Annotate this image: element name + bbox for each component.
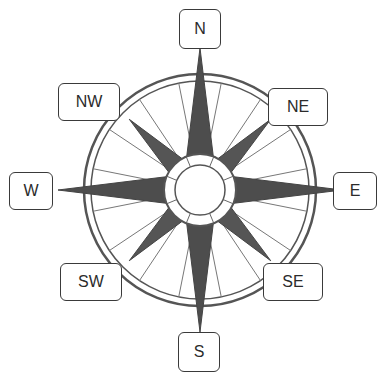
direction-box: E bbox=[333, 172, 377, 210]
direction-label: E bbox=[350, 181, 361, 200]
spoke-line bbox=[186, 213, 190, 223]
spoke-line bbox=[223, 200, 233, 204]
hub-inner bbox=[175, 165, 225, 215]
direction-label: SE bbox=[282, 272, 303, 291]
direction-box: N bbox=[179, 9, 221, 49]
direction-label: NW bbox=[76, 92, 103, 111]
direction-label: N bbox=[194, 19, 206, 38]
spoke-line bbox=[167, 176, 177, 180]
direction-box: S bbox=[178, 332, 220, 372]
direction-box: SW bbox=[60, 263, 122, 301]
direction-label: S bbox=[194, 342, 205, 361]
direction-box: NW bbox=[58, 83, 120, 121]
spoke-line bbox=[210, 157, 214, 167]
direction-label: SW bbox=[78, 272, 104, 291]
spoke-line bbox=[210, 213, 214, 223]
hub-circle bbox=[164, 154, 236, 226]
direction-label: W bbox=[23, 181, 38, 200]
hub-segments bbox=[167, 157, 234, 224]
spoke-line bbox=[167, 200, 177, 204]
spoke-line bbox=[223, 176, 233, 180]
direction-box: SE bbox=[263, 263, 323, 301]
direction-label: NE bbox=[287, 97, 309, 116]
spoke-line bbox=[186, 157, 190, 167]
direction-box: NE bbox=[268, 88, 328, 126]
direction-box: W bbox=[9, 172, 53, 210]
main-star bbox=[58, 48, 342, 332]
